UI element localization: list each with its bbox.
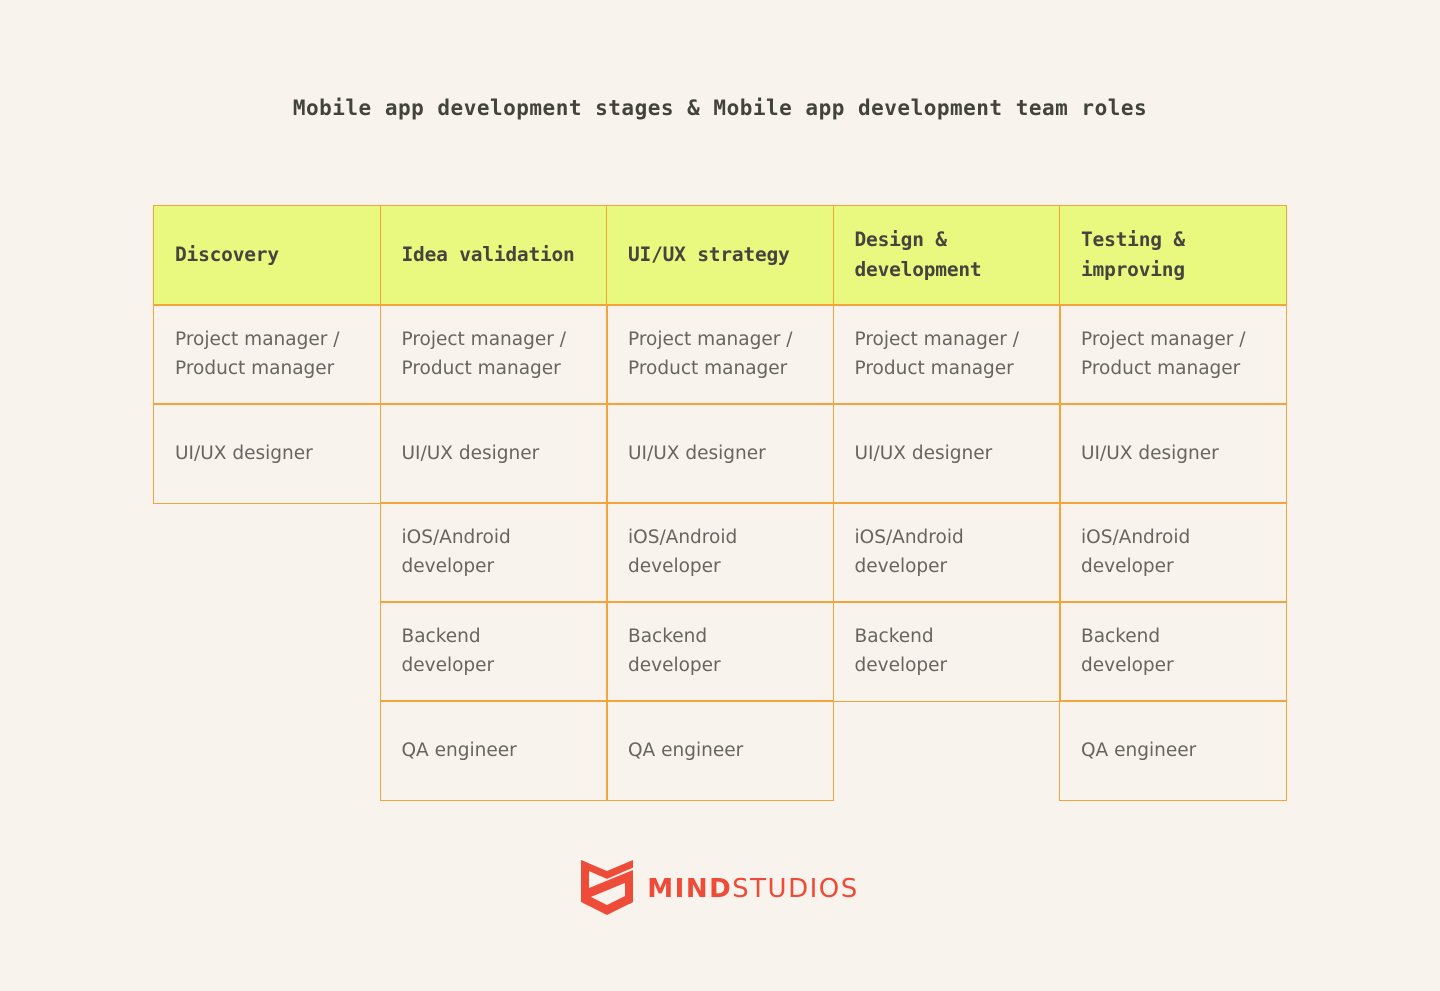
role-cell: Backend developer	[606, 601, 834, 702]
stage-header-cell: Discovery	[153, 205, 381, 306]
role-cell: iOS/Android developer	[1059, 502, 1287, 603]
mindstudios-wordmark: MINDSTUDIOS	[647, 874, 858, 904]
role-cell: Project manager / Product manager	[606, 304, 834, 405]
role-cell: Backend developer	[379, 601, 608, 702]
role-cell: iOS/Android developer	[379, 502, 608, 603]
role-cell: Project manager / Product manager	[832, 304, 1061, 405]
role-cell: Project manager / Product manager	[379, 304, 608, 405]
empty-cell	[153, 502, 381, 603]
stage-header-cell: Idea validation	[379, 205, 608, 306]
role-cell: UI/UX designer	[832, 403, 1061, 504]
stage-header-cell: UI/UX strategy	[606, 205, 834, 306]
role-cell: QA engineer	[379, 700, 608, 801]
role-cell: UI/UX designer	[379, 403, 608, 504]
empty-cell	[153, 601, 381, 702]
role-cell: Backend developer	[1059, 601, 1287, 702]
role-cell: QA engineer	[1059, 700, 1287, 801]
stage-header-cell: Testing & improving	[1059, 205, 1287, 306]
stage-header-cell: Design & development	[832, 205, 1061, 306]
role-cell: Project manager / Product manager	[153, 304, 381, 405]
wordmark-studios: STUDIOS	[732, 874, 859, 904]
role-cell: Project manager / Product manager	[1059, 304, 1287, 405]
empty-cell	[153, 700, 381, 801]
role-cell: UI/UX designer	[153, 403, 381, 504]
role-cell: QA engineer	[606, 700, 834, 801]
mindstudios-logo: MINDSTUDIOS	[0, 860, 1440, 918]
page-title: Mobile app development stages & Mobile a…	[292, 96, 1148, 120]
role-cell: UI/UX designer	[1059, 403, 1287, 504]
wordmark-mind: MIND	[647, 874, 733, 904]
role-cell: iOS/Android developer	[606, 502, 834, 603]
empty-cell	[833, 700, 1061, 801]
role-cell: UI/UX designer	[606, 403, 834, 504]
role-cell: Backend developer	[832, 601, 1061, 702]
mindstudios-shield-icon	[581, 860, 634, 918]
role-cell: iOS/Android developer	[832, 502, 1061, 603]
